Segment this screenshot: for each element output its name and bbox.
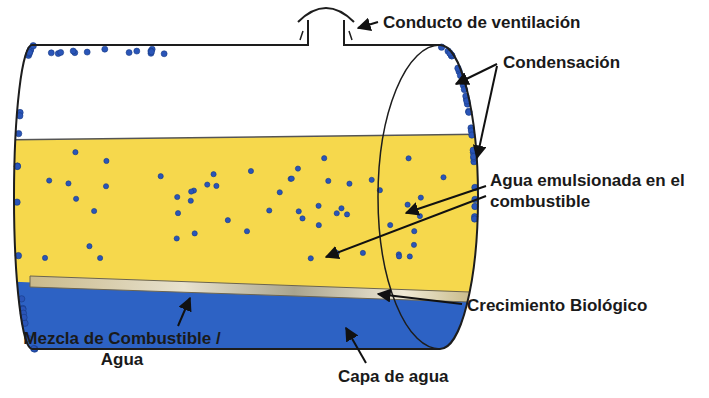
droplet xyxy=(148,49,154,55)
fuel xyxy=(0,134,500,398)
droplet xyxy=(214,183,219,188)
vent-pipe xyxy=(308,20,344,46)
droplet xyxy=(308,256,313,261)
emulsion-label: Agua emulsionada en el combustible xyxy=(490,170,704,212)
condensation-label: Condensación xyxy=(503,52,620,73)
droplet xyxy=(300,216,305,221)
leader-line xyxy=(378,294,462,304)
droplet xyxy=(412,229,417,234)
droplet xyxy=(148,48,154,54)
droplet xyxy=(326,178,331,183)
droplet xyxy=(70,48,76,54)
vent-label: Conducto de ventilación xyxy=(383,12,580,33)
droplet xyxy=(103,184,108,189)
droplet xyxy=(104,158,109,163)
droplet xyxy=(225,218,230,223)
droplet xyxy=(205,182,210,187)
droplet xyxy=(405,202,410,207)
droplet xyxy=(84,49,90,55)
droplet xyxy=(339,206,344,211)
tank-outline xyxy=(14,45,478,349)
droplet xyxy=(277,190,282,195)
droplet xyxy=(248,168,253,173)
droplet xyxy=(316,223,321,228)
leader-line xyxy=(456,64,497,84)
tank-air xyxy=(0,0,500,398)
droplet xyxy=(396,254,401,259)
droplet xyxy=(189,189,194,194)
bio-growth-label: Crecimiento Biológico xyxy=(467,295,647,316)
fuel-surface xyxy=(0,134,500,140)
droplet xyxy=(58,49,64,55)
droplet xyxy=(388,222,393,227)
leader-line xyxy=(178,298,190,326)
droplet xyxy=(347,181,352,186)
droplet xyxy=(360,250,365,255)
droplet xyxy=(192,231,197,236)
tank-contents xyxy=(0,0,500,398)
droplet xyxy=(134,48,140,54)
droplet xyxy=(126,50,132,56)
droplet xyxy=(411,242,416,247)
droplet xyxy=(316,203,321,208)
droplet xyxy=(322,156,327,161)
droplet xyxy=(92,208,97,213)
droplet xyxy=(73,196,78,201)
droplet xyxy=(102,46,108,52)
mixture-label: Mezcla de Combustible / Agua xyxy=(22,328,222,370)
vent-cap xyxy=(298,8,354,22)
leader-line xyxy=(326,196,486,257)
droplet xyxy=(48,50,54,56)
droplet xyxy=(98,255,103,260)
droplet xyxy=(296,209,301,214)
droplet xyxy=(407,254,412,259)
droplet xyxy=(344,212,349,217)
droplet xyxy=(441,175,446,180)
vent-airflow xyxy=(300,31,352,40)
water-droplets xyxy=(14,43,478,353)
droplet xyxy=(295,166,300,171)
droplet xyxy=(174,236,179,241)
droplet xyxy=(175,194,180,199)
droplet xyxy=(73,150,78,155)
droplet xyxy=(87,244,92,249)
water-layer-label: Capa de agua xyxy=(338,366,449,387)
droplet xyxy=(161,51,167,57)
droplet xyxy=(289,176,294,181)
leader-line xyxy=(477,66,497,158)
leader-line xyxy=(358,22,378,28)
droplet xyxy=(244,229,249,234)
droplet xyxy=(47,178,52,183)
leader-line xyxy=(346,328,366,363)
droplet xyxy=(66,181,71,186)
droplet xyxy=(267,208,272,213)
droplet xyxy=(42,255,47,260)
tank-end-inner xyxy=(378,45,440,349)
droplet xyxy=(175,211,180,216)
leader-line xyxy=(406,186,486,213)
droplet xyxy=(369,177,374,182)
droplet xyxy=(188,198,193,203)
droplet xyxy=(334,211,339,216)
droplet xyxy=(158,174,163,179)
droplet xyxy=(406,156,411,161)
droplet xyxy=(417,213,422,218)
vent-pipe-fill xyxy=(308,20,344,47)
droplet xyxy=(418,195,423,200)
droplet xyxy=(211,172,216,177)
